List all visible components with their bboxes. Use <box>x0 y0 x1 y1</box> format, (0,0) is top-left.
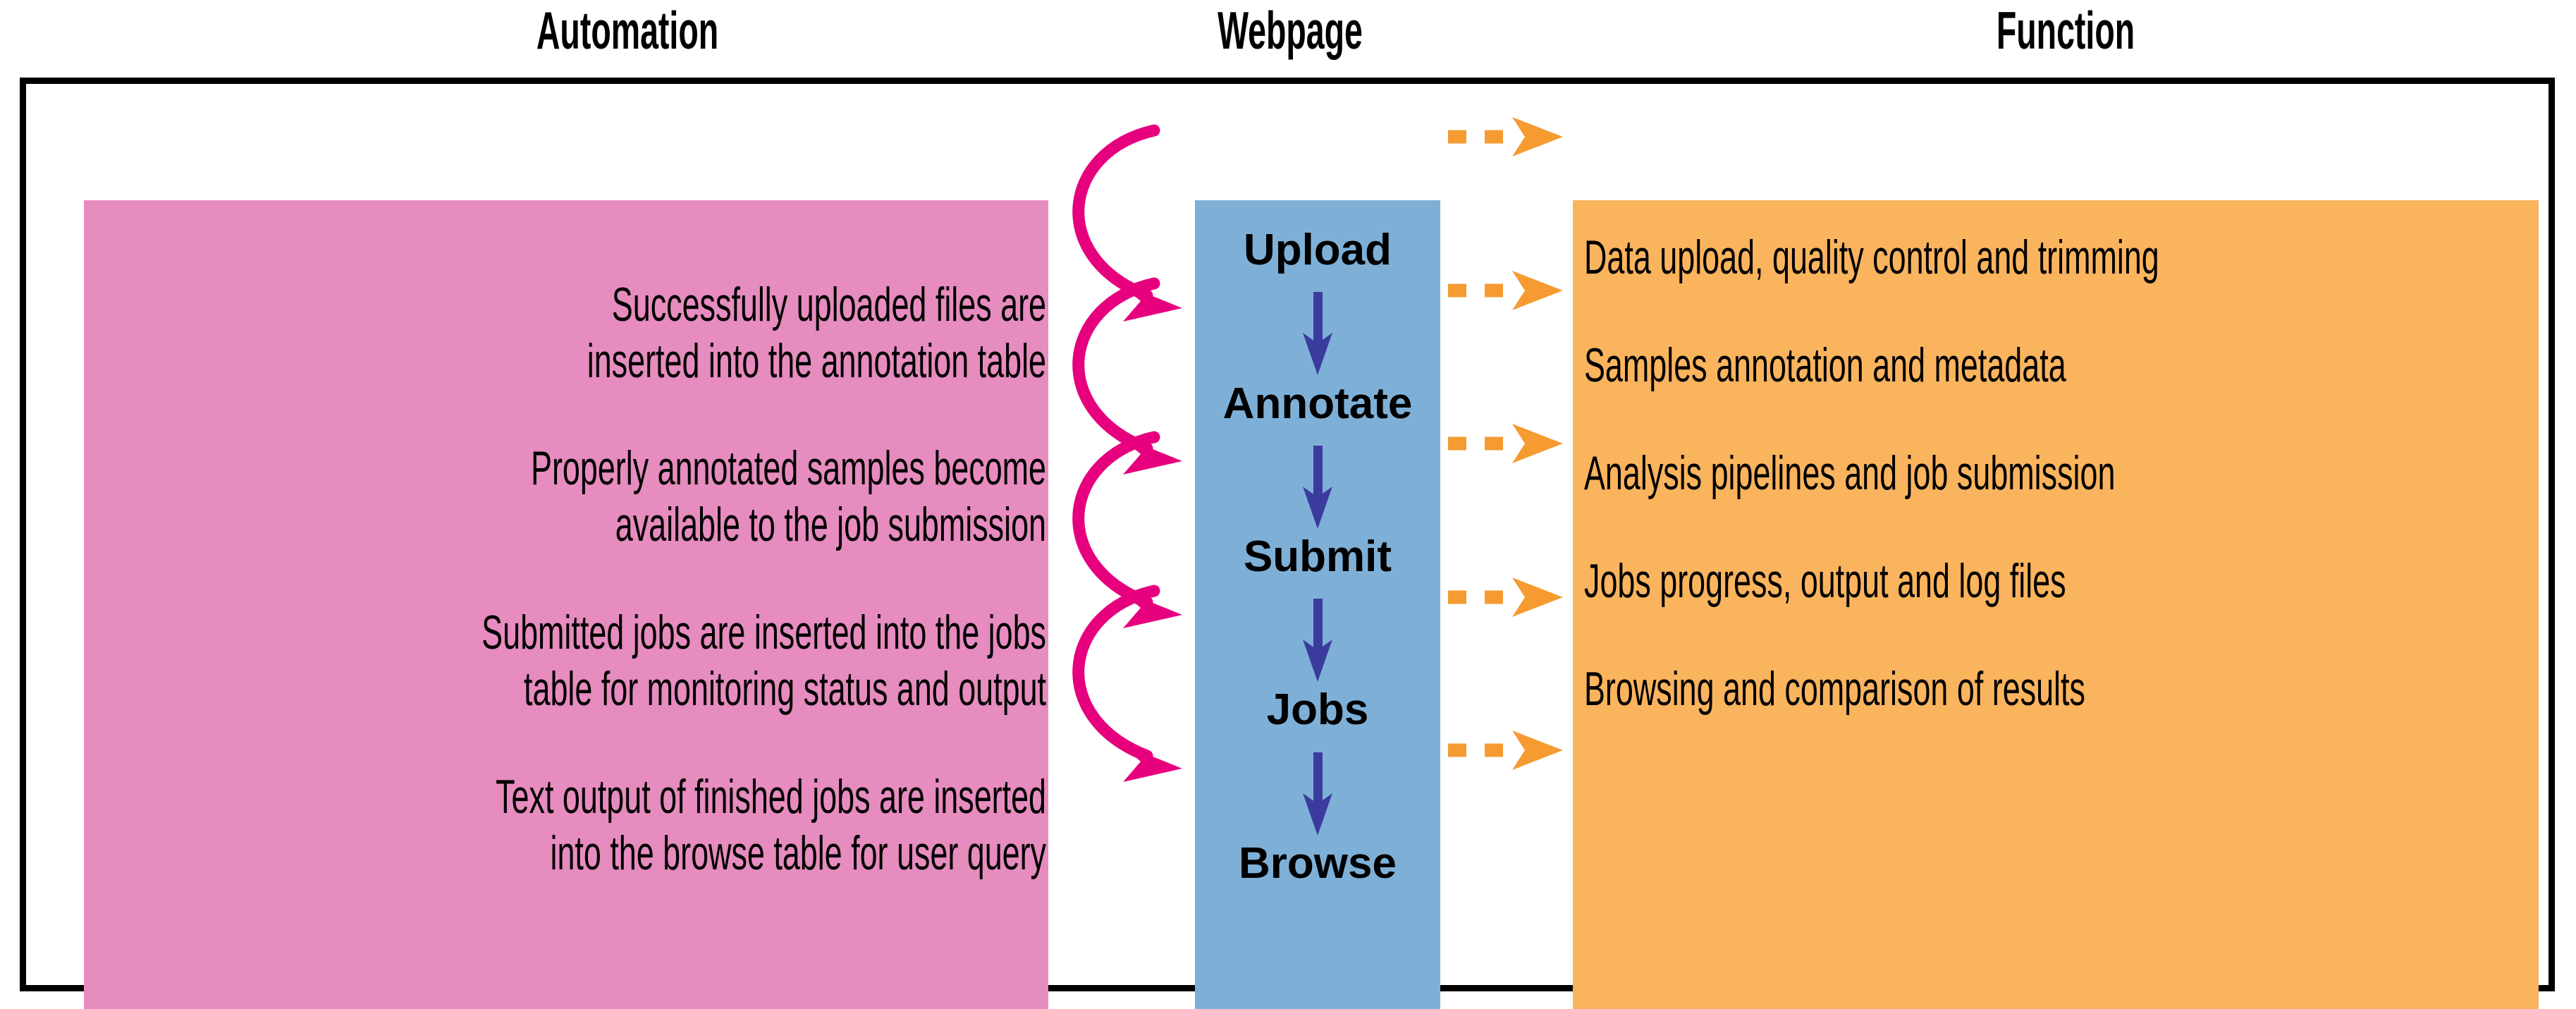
function-arrowhead-5 <box>1512 730 1563 770</box>
down-arrow-icon-submit-jobs <box>1303 599 1332 682</box>
function-note-browse: Browsing and comparison of results <box>1584 662 2085 716</box>
automation-note-1-line2: inserted into the annotation table <box>587 334 1046 389</box>
automation-arrowhead-4 <box>1118 742 1182 782</box>
function-arrowhead-1 <box>1512 117 1563 157</box>
webpage-step-jobs[interactable]: Jobs <box>1266 685 1369 734</box>
function-note-upload: Data upload, quality control and trimmin… <box>1584 231 2159 284</box>
down-arrow-icon-annotate-submit <box>1303 446 1332 529</box>
automation-note-4: Text output of finished jobs are inserte… <box>69 769 1046 881</box>
webpage-panel: Upload Annotate Submit Jobs Browse <box>1195 200 1440 1009</box>
automation-note-4-line2: into the browse table for user query <box>550 826 1046 881</box>
column-header-function: Function <box>1996 1 2135 60</box>
function-note-jobs: Jobs progress, output and log files <box>1584 554 2066 608</box>
automation-curve-2 <box>1072 277 1160 455</box>
automation-note-3-line2: table for monitoring status and output <box>524 662 1046 716</box>
automation-curve-4 <box>1072 585 1160 762</box>
automation-note-4-line1: Text output of finished jobs are inserte… <box>496 770 1046 824</box>
webpage-step-browse[interactable]: Browse <box>1239 839 1397 888</box>
automation-curve-3 <box>1072 431 1160 609</box>
automation-arrowhead-3 <box>1118 589 1182 628</box>
automation-note-3-line1: Submitted jobs are inserted into the job… <box>482 606 1046 659</box>
function-panel: Data upload, quality control and trimmin… <box>1573 200 2539 1009</box>
down-arrow-icon-upload-annotate <box>1303 292 1332 375</box>
automation-arrowhead-1 <box>1118 282 1182 322</box>
automation-note-3: Submitted jobs are inserted into the job… <box>69 604 1046 717</box>
webpage-step-upload[interactable]: Upload <box>1243 226 1392 274</box>
down-arrow-icon-jobs-browse <box>1303 752 1332 836</box>
automation-curve-1 <box>1072 124 1160 302</box>
webpage-step-annotate[interactable]: Annotate <box>1222 379 1413 428</box>
automation-note-1-line1: Successfully uploaded files are <box>611 278 1046 331</box>
function-note-submit: Analysis pipelines and job submission <box>1584 446 2116 500</box>
webpage-step-submit[interactable]: Submit <box>1243 532 1392 581</box>
column-header-automation: Automation <box>536 1 719 60</box>
function-arrowhead-3 <box>1512 424 1563 463</box>
function-arrowhead-2 <box>1512 271 1563 310</box>
automation-arrowhead-2 <box>1118 435 1182 475</box>
function-arrowhead-4 <box>1512 577 1563 617</box>
automation-note-2-line2: available to the job submission <box>615 498 1046 552</box>
function-note-annotate: Samples annotation and metadata <box>1584 338 2066 392</box>
column-header-webpage: Webpage <box>1218 1 1363 60</box>
automation-note-2-line1: Properly annotated samples become <box>531 441 1046 495</box>
webpage-flow-arrows <box>1303 292 1332 836</box>
